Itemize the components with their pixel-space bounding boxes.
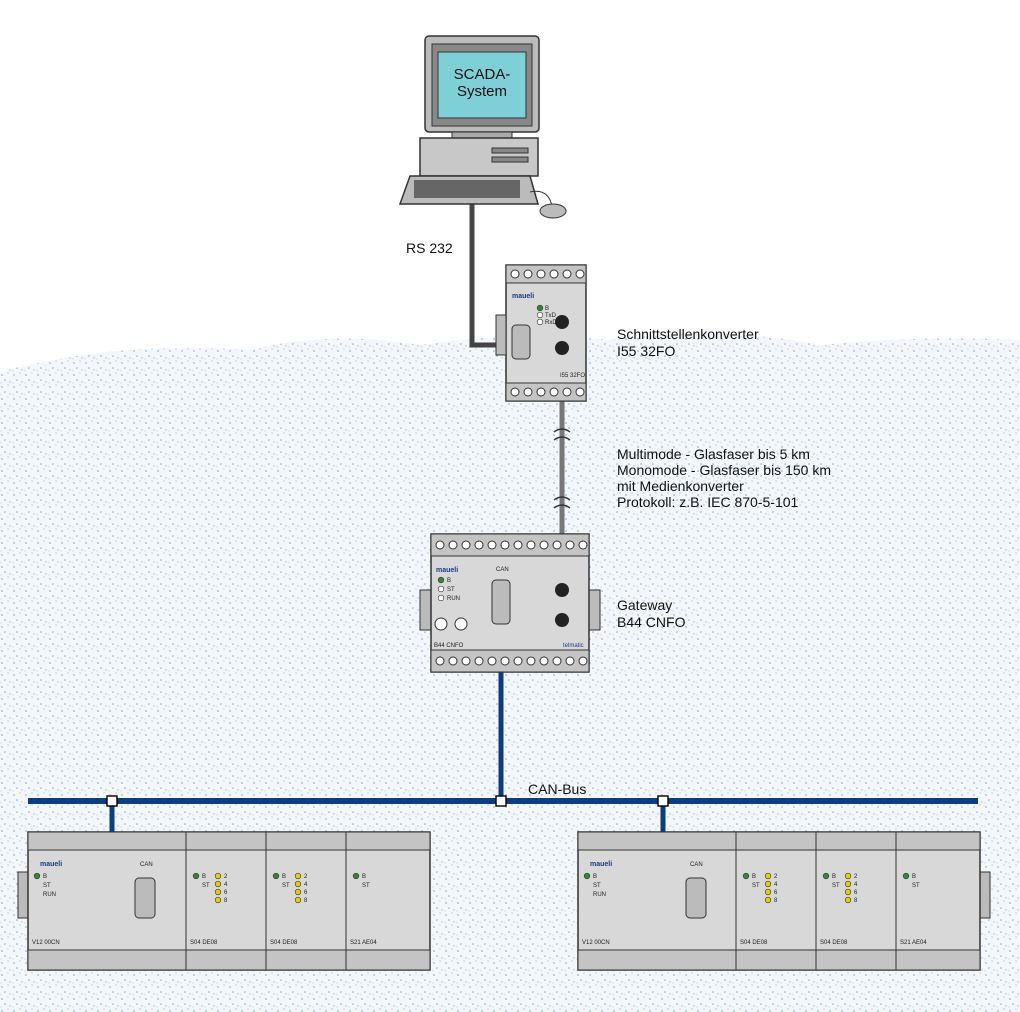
led-label: ST <box>447 587 455 593</box>
module-can-label: CAN <box>690 862 703 868</box>
gateway-device <box>419 533 601 673</box>
led-label: RUN <box>43 892 56 898</box>
io-label: 6 <box>774 890 778 896</box>
station-left-device <box>17 831 431 971</box>
fiber-label: Multimode - Glasfaser bis 5 km Monomode … <box>617 446 831 510</box>
fiber-label-line: Multimode - Glasfaser bis 5 km <box>617 446 810 462</box>
led-label: ST <box>43 883 51 889</box>
scada-line: SCADA- <box>453 66 511 83</box>
can-junction <box>495 795 507 807</box>
fiber-label-line: Monomode - Glasfaser bis 150 km <box>617 462 831 478</box>
led-label: RUN <box>447 596 460 602</box>
module-tag: S04 DE08 <box>270 940 298 946</box>
brand-logo: maueli <box>40 861 62 868</box>
module-tag: S04 DE08 <box>740 940 768 946</box>
led-label: B <box>752 874 756 880</box>
io-label: 6 <box>854 890 858 896</box>
io-label: 4 <box>854 882 858 888</box>
can-bus-label: CAN-Bus <box>528 781 587 797</box>
led-label: ST <box>202 883 210 889</box>
gateway-label-line: B44 CNFO <box>617 614 686 630</box>
gateway-model-tag: B44 CNFO <box>434 643 464 649</box>
module-tag: V12 00CN <box>582 940 610 946</box>
led-label: ST <box>912 883 920 889</box>
brand-logo: maueli <box>590 861 612 868</box>
brand-logo: maueli <box>512 293 534 300</box>
led-label: B <box>912 874 916 880</box>
can-junction <box>657 795 669 807</box>
led-label: ST <box>593 883 601 889</box>
converter-label-line: I55 32FO <box>617 343 676 359</box>
led-label: B <box>447 578 451 584</box>
computer-icon <box>398 35 567 219</box>
gateway-label-line: Gateway <box>617 597 673 613</box>
module-tag: S04 DE08 <box>190 940 218 946</box>
io-label: 2 <box>774 874 778 880</box>
led-label: ST <box>362 883 370 889</box>
led-label: ST <box>282 883 290 889</box>
io-label: 8 <box>304 898 308 904</box>
fiber-label-line: mit Medienkonverter <box>617 478 744 494</box>
led-label: RUN <box>593 892 606 898</box>
gateway-can-label: CAN <box>496 567 509 573</box>
converter-label: Schnittstellenkonverter I55 32FO <box>617 326 759 360</box>
io-label: 4 <box>224 882 228 888</box>
led-label: RxD <box>545 320 557 326</box>
converter-device <box>495 264 587 402</box>
fiber-label-line: Protokoll: z.B. IEC 870-5-101 <box>617 494 799 510</box>
io-label: 2 <box>224 874 228 880</box>
io-label: 4 <box>774 882 778 888</box>
io-label: 8 <box>774 898 778 904</box>
fiber-break-1 <box>553 428 571 441</box>
scada-line: System <box>456 83 507 100</box>
module-tag: S21 AE04 <box>350 940 377 946</box>
led-label: B <box>593 874 597 880</box>
io-label: 8 <box>854 898 858 904</box>
led-label: B <box>43 874 47 880</box>
led-label: B <box>545 306 549 312</box>
led-label: B <box>282 874 286 880</box>
led-label: ST <box>752 883 760 889</box>
module-can-label: CAN <box>140 862 153 868</box>
rs232-label: RS 232 <box>406 240 453 256</box>
io-label: 6 <box>304 890 308 896</box>
module-tag: S21 AE04 <box>900 940 927 946</box>
gateway-label: Gateway B44 CNFO <box>617 597 685 631</box>
gateway-brand: telmatic <box>563 643 584 649</box>
led-label: ST <box>832 883 840 889</box>
brand-logo: maueli <box>436 567 458 574</box>
led-label: TxD <box>545 313 557 319</box>
scada-screen-text: SCADA- System <box>438 66 526 100</box>
station-right-device <box>577 831 991 971</box>
io-label: 6 <box>224 890 228 896</box>
io-label: 8 <box>224 898 228 904</box>
module-tag: S04 DE08 <box>820 940 848 946</box>
io-label: 2 <box>304 874 308 880</box>
io-label: 2 <box>854 874 858 880</box>
led-label: B <box>202 874 206 880</box>
io-label: 4 <box>304 882 308 888</box>
led-label: B <box>832 874 836 880</box>
fiber-break-2 <box>553 496 571 509</box>
can-junction <box>106 795 118 807</box>
module-tag: V12 00CN <box>32 940 60 946</box>
converter-label-line: Schnittstellenkonverter <box>617 326 759 342</box>
converter-model-tag: I55 32FO <box>560 373 585 379</box>
led-label: B <box>362 874 366 880</box>
